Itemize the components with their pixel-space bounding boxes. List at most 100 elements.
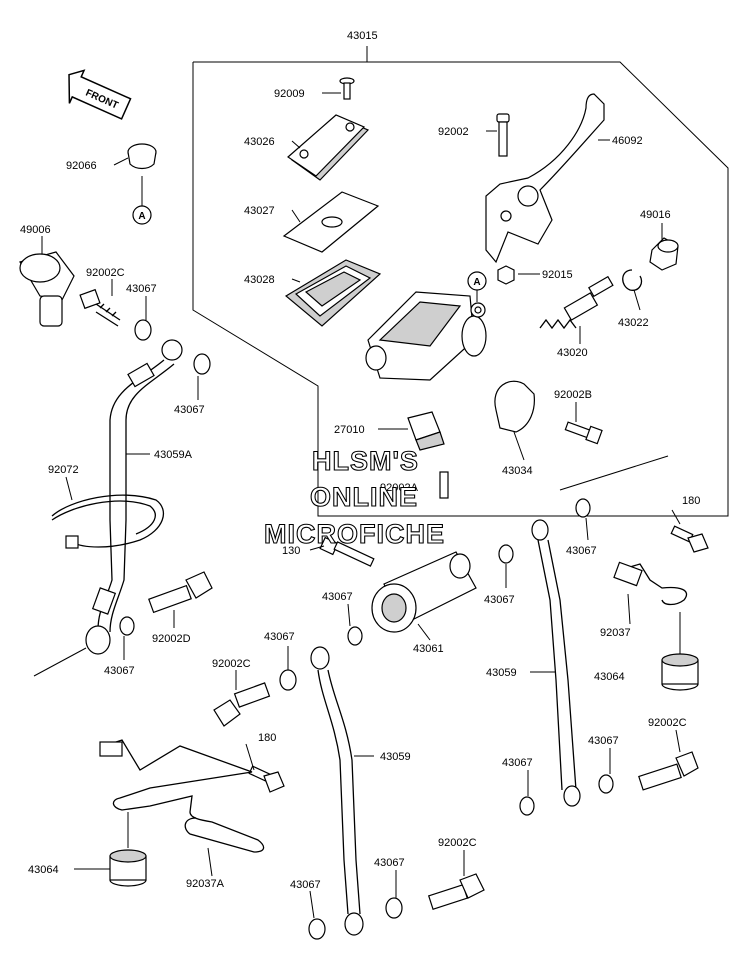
bolt-130-drawing bbox=[319, 536, 375, 567]
label-43059a: 43059A bbox=[154, 449, 193, 461]
lever-46092-drawing bbox=[485, 93, 605, 264]
label-43034: 43034 bbox=[502, 465, 533, 477]
cable-tie-92072-drawing bbox=[51, 494, 165, 549]
washer-43067-e bbox=[498, 544, 514, 564]
label-180-mid: 180 bbox=[258, 732, 276, 744]
label-92002a: 92002A bbox=[380, 482, 419, 494]
damper-43064-lower-drawing bbox=[109, 849, 147, 887]
assembly-boundary bbox=[192, 46, 729, 517]
label-43067-k: 43067 bbox=[264, 631, 295, 643]
label-92015: 92015 bbox=[542, 269, 573, 281]
cap-92066-drawing bbox=[127, 143, 157, 170]
washer-43067-b bbox=[193, 353, 211, 375]
label-43027: 43027 bbox=[244, 205, 275, 217]
callout-a-left: A bbox=[132, 176, 152, 225]
boot-49016-drawing bbox=[649, 237, 679, 271]
bolt-92002b-drawing bbox=[564, 421, 603, 445]
label-130: 130 bbox=[282, 545, 300, 557]
label-92002c-bottom: 92002C bbox=[438, 837, 477, 849]
watermark: HLSM'S ONLINE MICROFICHE bbox=[263, 445, 445, 549]
plate-43027-drawing bbox=[282, 191, 380, 253]
label-43067-b: 43067 bbox=[174, 404, 205, 416]
label-43067-h: 43067 bbox=[502, 757, 533, 769]
screw-92009-drawing bbox=[339, 77, 355, 100]
piston-kit-43020-drawing bbox=[539, 275, 614, 330]
hose-43059a-drawing bbox=[33, 339, 183, 677]
front-arrow-icon: FRONT bbox=[68, 69, 132, 120]
label-43020: 43020 bbox=[557, 347, 588, 359]
label-43028: 43028 bbox=[244, 274, 275, 286]
washer-43067-k bbox=[308, 918, 326, 940]
callout-a-right: A bbox=[467, 271, 487, 302]
clamp-43034-drawing bbox=[494, 380, 535, 433]
switch-27010-drawing bbox=[407, 411, 445, 451]
master-cylinder-drawing bbox=[365, 291, 487, 381]
label-92002b: 92002B bbox=[554, 389, 592, 401]
label-92066: 92066 bbox=[66, 160, 97, 172]
bracket-92037-drawing bbox=[559, 455, 688, 606]
washer-43067-j bbox=[385, 897, 403, 919]
bracket-92037a-drawing bbox=[99, 739, 265, 853]
label-92002d: 92002D bbox=[152, 633, 191, 645]
label-92002c-upper: 92002C bbox=[86, 267, 125, 279]
reservoir-43061-drawing bbox=[371, 551, 477, 633]
washer-43067-d bbox=[347, 626, 363, 646]
label-43061: 43061 bbox=[413, 643, 444, 655]
label-43064-lower: 43064 bbox=[28, 864, 59, 876]
label-46092: 46092 bbox=[612, 135, 643, 147]
boot-49006-drawing bbox=[19, 251, 75, 327]
washer-43067-f bbox=[575, 498, 591, 518]
label-43064-upper: 43064 bbox=[594, 671, 625, 683]
label-92072: 92072 bbox=[48, 464, 79, 476]
label-49006: 49006 bbox=[20, 224, 51, 236]
hose-43059-right-drawing bbox=[531, 519, 581, 807]
label-43067-e: 43067 bbox=[484, 594, 515, 606]
label-43015: 43015 bbox=[347, 30, 378, 42]
label-92002c-right: 92002C bbox=[648, 717, 687, 729]
label-43067-i: 43067 bbox=[374, 857, 405, 869]
label-92037: 92037 bbox=[600, 627, 631, 639]
cap-43026-drawing bbox=[287, 114, 370, 181]
bolt-92002c-mid-drawing bbox=[213, 682, 271, 727]
label-43059-right: 43059 bbox=[486, 667, 517, 679]
bolt-92002c-right-drawing bbox=[638, 751, 699, 791]
label-27010: 27010 bbox=[334, 424, 365, 436]
washer-43067-i bbox=[519, 796, 535, 816]
washer-43067-a bbox=[134, 319, 152, 341]
pin-92002-drawing bbox=[496, 113, 510, 157]
washer-43067-g bbox=[279, 669, 297, 691]
callout-a-left-label: A bbox=[138, 211, 145, 222]
nut-92015-drawing bbox=[497, 265, 515, 285]
watermark-line1: HLSM'S bbox=[312, 446, 419, 476]
label-43059-mid: 43059 bbox=[380, 751, 411, 763]
callout-a-right-label: A bbox=[473, 277, 480, 288]
part-labels: 43015 92009 43026 43027 43028 92002 4609… bbox=[20, 30, 700, 891]
bolt-180-upper-drawing bbox=[670, 525, 709, 553]
label-43067-j: 43067 bbox=[290, 879, 321, 891]
label-92009: 92009 bbox=[274, 88, 305, 100]
damper-43064-upper-drawing bbox=[661, 653, 699, 691]
hose-43059-mid-drawing bbox=[310, 646, 364, 936]
bolt-92002d-drawing bbox=[148, 571, 213, 614]
label-180-upper: 180 bbox=[682, 495, 700, 507]
label-43067-a: 43067 bbox=[126, 283, 157, 295]
leader-lines bbox=[41, 92, 681, 919]
label-92037a: 92037A bbox=[186, 878, 225, 890]
washer-43067-h bbox=[598, 774, 614, 794]
label-92002: 92002 bbox=[438, 126, 469, 138]
label-43067-d: 43067 bbox=[322, 591, 353, 603]
label-43067-c: 43067 bbox=[104, 665, 135, 677]
label-43022: 43022 bbox=[618, 317, 649, 329]
watermark-line3: MICROFICHE bbox=[264, 519, 445, 549]
label-49016: 49016 bbox=[640, 209, 671, 221]
label-43067-f: 43067 bbox=[566, 545, 597, 557]
circlip-43022-drawing bbox=[622, 269, 643, 291]
bolt-92002c-bottom-drawing bbox=[427, 873, 485, 910]
screw-92002a-drawing bbox=[439, 471, 449, 499]
watermark-line2: ONLINE bbox=[310, 482, 418, 512]
washer-43067-c bbox=[119, 616, 135, 636]
label-92002c-mid: 92002C bbox=[212, 658, 251, 670]
label-43067-g: 43067 bbox=[588, 735, 619, 747]
bolt-180-mid-drawing bbox=[248, 765, 285, 793]
